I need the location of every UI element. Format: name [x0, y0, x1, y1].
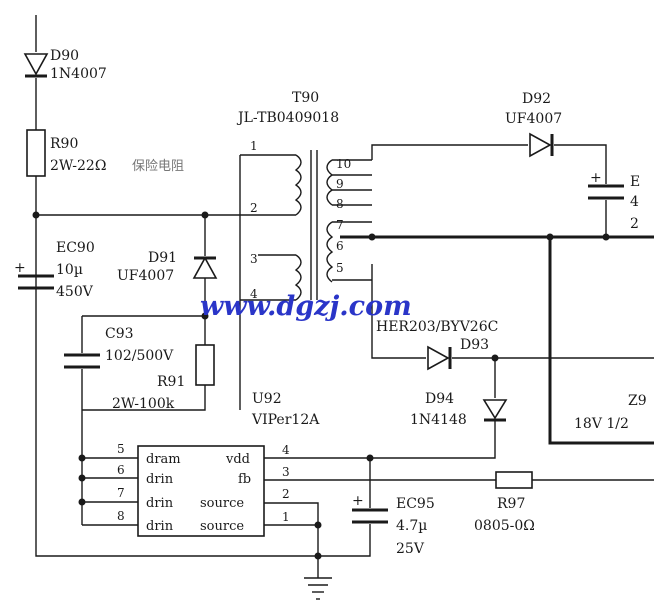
t90-pin-10: 10 — [336, 157, 351, 171]
d93-value: HER203/BYV26C — [376, 319, 498, 335]
u92-pin-7-name: drin — [146, 496, 174, 511]
r90-ref: R90 — [50, 136, 78, 152]
u92-pin-8-name: drin — [146, 519, 174, 534]
d94-value: 1N4148 — [410, 412, 467, 428]
u92-pin-6-num: 6 — [117, 463, 125, 477]
u92-pin-1-name: source — [200, 519, 244, 534]
u92-pin-2-name: source — [200, 496, 244, 511]
svg-text:+: + — [14, 260, 26, 276]
junction-dot — [368, 233, 376, 241]
t90-pin-8: 8 — [336, 197, 344, 211]
junction-dot — [602, 233, 610, 241]
t90-pin-7: 7 — [336, 218, 344, 232]
ec90-ref: EC90 — [56, 240, 95, 256]
junction-dot — [78, 474, 86, 482]
resistor-r97 — [495, 471, 533, 489]
zener-ref: Z9 — [628, 393, 647, 409]
d90-value: 1N4007 — [50, 66, 107, 82]
u92-ref: U92 — [252, 391, 282, 407]
u92-pin-2-num: 2 — [282, 487, 290, 501]
r97-ref: R97 — [497, 496, 525, 512]
diode-d93 — [427, 345, 452, 371]
primary-winding-1 — [294, 154, 302, 216]
d92-ref: D92 — [522, 91, 551, 107]
resistor-r91 — [195, 344, 215, 386]
t90-pin-6: 6 — [336, 239, 344, 253]
watermark: www.dgzj.com — [200, 291, 412, 322]
c93-value: 102/500V — [105, 348, 174, 364]
r91-ref: R91 — [157, 374, 185, 390]
capacitor-ec90: + — [14, 260, 54, 290]
ec-right-ref: E — [630, 174, 640, 190]
d92-value: UF4007 — [505, 111, 562, 127]
ec90-value1: 10µ — [56, 262, 83, 278]
u92-pin-5-name: dram — [146, 452, 181, 467]
t90-ref: T90 — [292, 90, 319, 106]
ec90-value2: 450V — [56, 284, 94, 300]
ec-right-value1: 4 — [630, 194, 639, 210]
capacitor-output: + — [588, 170, 624, 200]
t90-pin-9: 9 — [336, 177, 344, 191]
ec95-ref: EC95 — [396, 496, 435, 512]
diode-d90 — [23, 53, 49, 78]
u92-pin-8-num: 8 — [117, 509, 125, 523]
svg-text:+: + — [590, 170, 602, 186]
diode-d94 — [482, 399, 508, 422]
ec95-value2: 25V — [396, 541, 425, 557]
ic-u92 — [137, 445, 265, 537]
t90-pin-4: 4 — [250, 287, 258, 301]
resistor-r90 — [26, 129, 46, 177]
u92-pin-3-name: fb — [238, 472, 251, 487]
junction-dot — [201, 312, 209, 320]
r90-note: 保险电阻 — [132, 159, 184, 174]
d93-ref: D93 — [460, 337, 489, 353]
r90-value: 2W-22Ω — [50, 158, 106, 174]
u92-pin-6-name: drin — [146, 472, 174, 487]
junction-dot — [78, 454, 86, 462]
u92-pin-5-num: 5 — [117, 442, 125, 456]
t90-pin-5: 5 — [336, 261, 344, 275]
capacitor-ec95: + — [352, 493, 388, 524]
junction-dot — [32, 211, 40, 219]
u92-value: VIPer12A — [251, 412, 320, 428]
secondary-winding-2 — [326, 221, 334, 283]
primary-winding-2 — [294, 254, 302, 301]
secondary-winding-1 — [326, 159, 334, 206]
svg-text:+: + — [352, 493, 364, 509]
t90-pin-3: 3 — [250, 252, 258, 266]
u92-pin-7-num: 7 — [117, 486, 125, 500]
ec95-value1: 4.7µ — [396, 518, 427, 534]
u92-pin-3-num: 3 — [282, 465, 290, 479]
u92-pin-4-name: vdd — [225, 452, 250, 467]
t90-pin-1: 1 — [250, 139, 258, 153]
c93-ref: C93 — [105, 326, 134, 342]
junction-dot — [314, 521, 322, 529]
d94-ref: D94 — [425, 391, 454, 407]
t90-pin-2: 2 — [250, 201, 258, 215]
junction-dot — [78, 498, 86, 506]
d90-ref: D90 — [50, 48, 79, 64]
r91-value: 2W-100k — [112, 396, 175, 412]
r97-value: 0805-0Ω — [474, 518, 535, 534]
t90-value: JL-TB0409018 — [236, 110, 339, 126]
d91-ref: D91 — [148, 250, 177, 266]
diode-d91 — [192, 256, 218, 279]
ec-right-value2: 2 — [630, 216, 639, 232]
ground-icon — [304, 577, 332, 600]
zener-value: 18V 1/2 — [574, 416, 629, 432]
u92-pin-1-num: 1 — [282, 510, 290, 524]
capacitor-c93 — [64, 353, 100, 369]
d91-value: UF4007 — [117, 268, 174, 284]
u92-pin-4-num: 4 — [282, 443, 290, 457]
diode-d92 — [529, 132, 554, 158]
